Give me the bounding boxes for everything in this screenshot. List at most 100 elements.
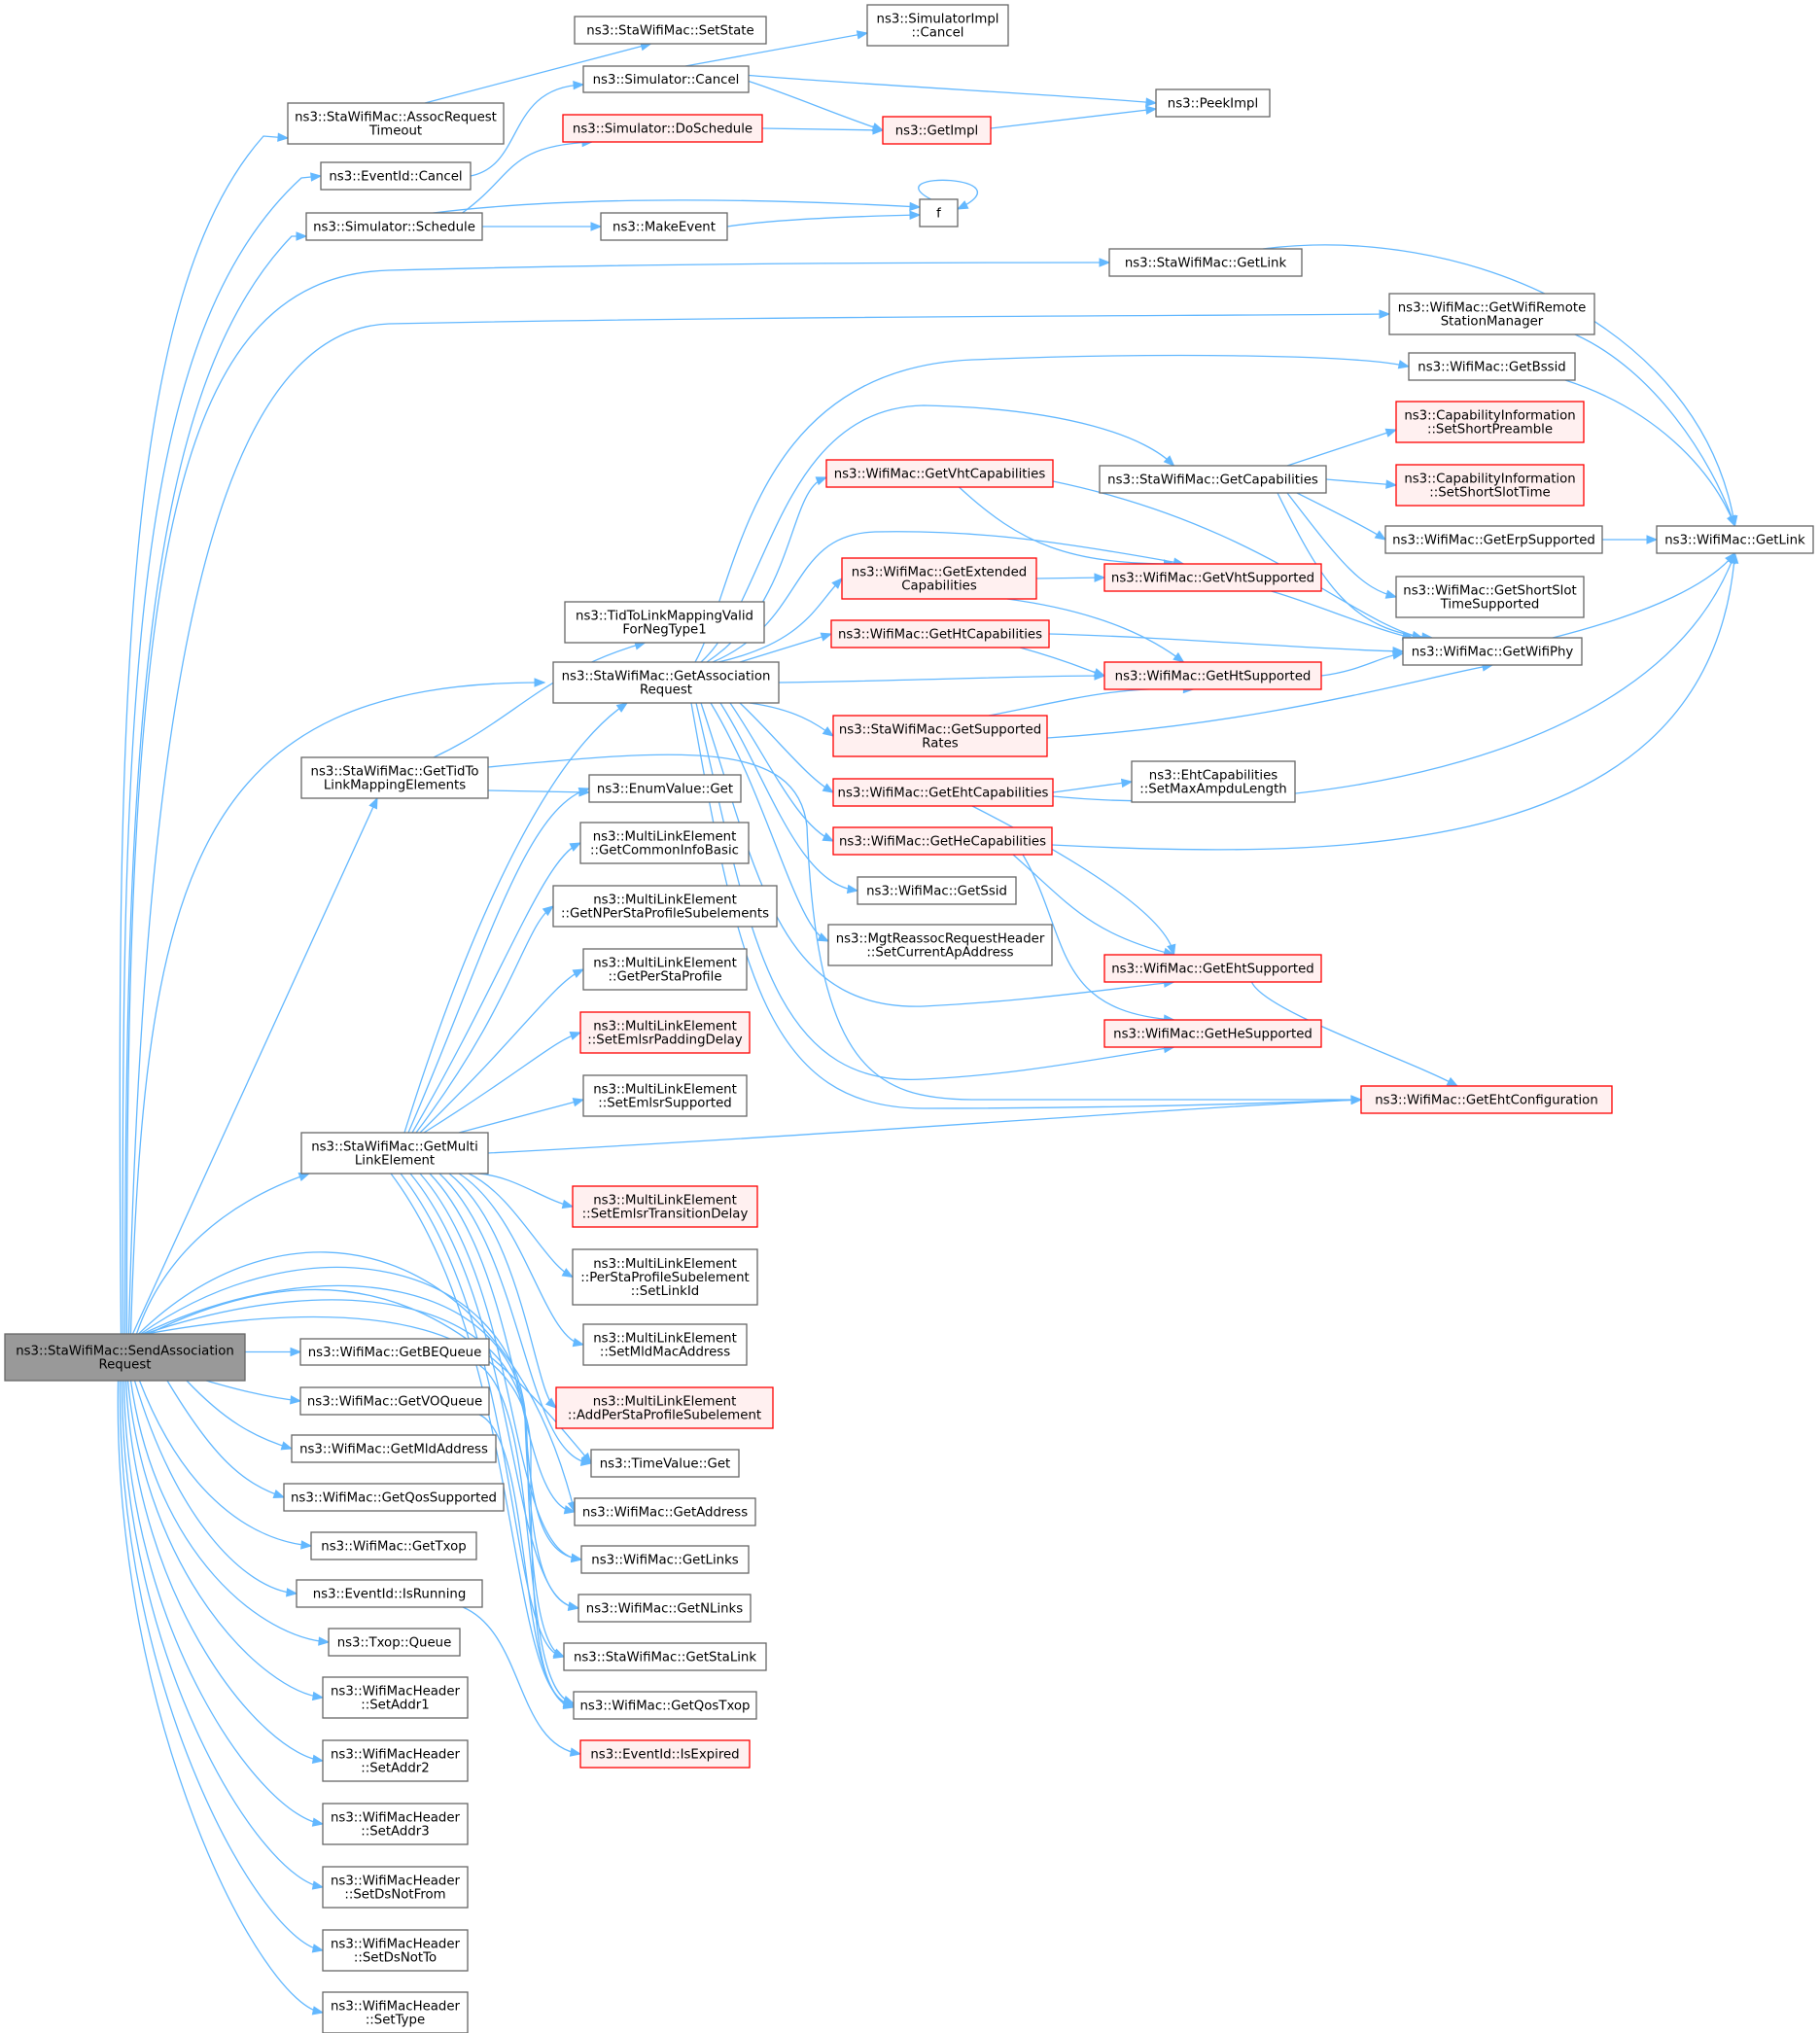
node-getVhtCap[interactable]: ns3::WifiMac::GetVhtCapabilities: [825, 459, 1054, 488]
node-enumGet[interactable]: ns3::EnumValue::Get: [588, 774, 742, 803]
edge-root-to-getRSM: [127, 313, 1390, 1335]
node-label: ns3::WifiMac::GetMldAddress: [299, 1443, 488, 1457]
node-getHeCap[interactable]: ns3::WifiMac::GetHeCapabilities: [832, 826, 1053, 856]
node-label: ns3::StaWifiMac::SetState: [586, 24, 753, 39]
arrow-head: [572, 968, 585, 978]
node-getTidTo[interactable]: ns3::StaWifiMac::GetTidToLinkMappingElem…: [300, 756, 489, 799]
node-mleEmlsrSupp[interactable]: ns3::MultiLinkElement::SetEmlsrSupported: [582, 1074, 748, 1117]
node-doSchedule[interactable]: ns3::Simulator::DoSchedule: [562, 114, 763, 143]
arrow-head: [290, 1395, 302, 1405]
node-isExpired[interactable]: ns3::EventId::IsExpired: [579, 1739, 751, 1769]
arrow-head: [822, 726, 835, 737]
node-getNLinks[interactable]: ns3::WifiMac::GetNLinks: [578, 1594, 752, 1623]
node-getHtSupp[interactable]: ns3::WifiMac::GetHtSupported: [1103, 661, 1322, 690]
node-capSetShortSlot[interactable]: ns3::CapabilityInformation::SetShortSlot…: [1395, 464, 1585, 507]
node-getAddress[interactable]: ns3::WifiMac::GetAddress: [574, 1497, 756, 1526]
node-getWifiPhy[interactable]: ns3::WifiMac::GetWifiPhy: [1402, 637, 1583, 666]
node-getCapabilities[interactable]: ns3::StaWifiMac::GetCapabilities: [1099, 465, 1327, 494]
node-mleEmlsrTrans[interactable]: ns3::MultiLinkElement::SetEmlsrTransitio…: [572, 1185, 758, 1228]
node-getQosSupp[interactable]: ns3::WifiMac::GetQosSupported: [283, 1483, 505, 1512]
node-label: ns3::WifiMac::GetHtCapabilities: [838, 628, 1042, 643]
arrow-head: [615, 702, 629, 713]
node-mleSetMld[interactable]: ns3::MultiLinkElement::SetMldMacAddress: [582, 1323, 748, 1366]
node-getMldAddr[interactable]: ns3::WifiMac::GetMldAddress: [291, 1434, 497, 1463]
node-schedule[interactable]: ns3::Simulator::Schedule: [305, 212, 483, 241]
node-label: ns3::WifiMac::GetShortSlot: [1403, 584, 1576, 599]
node-getErp[interactable]: ns3::WifiMac::GetErpSupported: [1384, 525, 1603, 554]
node-box: [562, 114, 763, 143]
node-mleCommon[interactable]: ns3::MultiLinkElement::GetCommonInfoBasi…: [579, 822, 750, 864]
node-getStaLink[interactable]: ns3::StaWifiMac::GetStaLink: [563, 1642, 767, 1671]
node-mgtReassoc[interactable]: ns3::MgtReassocRequestHeader::SetCurrent…: [827, 924, 1053, 966]
node-box: [299, 1386, 490, 1416]
node-getEhtConf[interactable]: ns3::WifiMac::GetEhtConfiguration: [1360, 1085, 1613, 1114]
node-makeEvent[interactable]: ns3::MakeEvent: [600, 212, 728, 241]
node-simCancel[interactable]: ns3::Simulator::Cancel: [582, 65, 750, 93]
node-getVOQueue[interactable]: ns3::WifiMac::GetVOQueue: [299, 1386, 490, 1416]
arrow-head: [534, 678, 546, 687]
node-getEhtSupp[interactable]: ns3::WifiMac::GetEhtSupported: [1103, 954, 1322, 983]
node-setAddr2[interactable]: ns3::WifiMacHeader::SetAddr2: [322, 1739, 469, 1782]
graph-edges: [117, 30, 1739, 2015]
node-label: ns3::WifiMac::GetLinks: [591, 1554, 739, 1568]
node-ehtSetMaxAmpdu[interactable]: ns3::EhtCapabilities::SetMaxAmpduLength: [1131, 760, 1296, 803]
node-mleNPer[interactable]: ns3::MultiLinkElement::GetNPerStaProfile…: [552, 885, 778, 928]
node-getEhtCap[interactable]: ns3::WifiMac::GetEhtCapabilities: [832, 778, 1054, 807]
node-staGetLink[interactable]: ns3::StaWifiMac::GetLink: [1108, 248, 1303, 277]
node-getQosTxop[interactable]: ns3::WifiMac::GetQosTxop: [573, 1691, 757, 1720]
node-getHtCap[interactable]: ns3::WifiMac::GetHtCapabilities: [830, 619, 1050, 648]
node-setAddr3[interactable]: ns3::WifiMacHeader::SetAddr3: [322, 1803, 469, 1845]
node-peekImpl[interactable]: ns3::PeekImpl: [1155, 88, 1271, 118]
node-getTxop[interactable]: ns3::WifiMac::GetTxop: [310, 1531, 477, 1560]
node-isRunning[interactable]: ns3::EventId::IsRunning: [296, 1579, 483, 1608]
node-label: ::AddPerStaProfileSubelement: [568, 1409, 761, 1423]
node-mleEmlsrPad[interactable]: ns3::MultiLinkElement::SetEmlsrPaddingDe…: [579, 1011, 751, 1054]
node-getBEQueue[interactable]: ns3::WifiMac::GetBEQueue: [299, 1338, 490, 1366]
node-eventCancel[interactable]: ns3::EventId::Cancel: [320, 161, 472, 191]
node-setDsNotTo[interactable]: ns3::WifiMacHeader::SetDsNotTo: [322, 1929, 469, 1972]
node-setState[interactable]: ns3::StaWifiMac::SetState: [574, 16, 767, 45]
edge-getMultiLink-to-mleSetMld: [458, 1173, 584, 1346]
node-label: ::SetEmlsrTransitionDelay: [582, 1208, 749, 1222]
node-box: [582, 1323, 748, 1366]
node-getSsid[interactable]: ns3::WifiMac::GetSsid: [857, 876, 1017, 905]
node-getImpl[interactable]: ns3::GetImpl: [882, 116, 992, 145]
node-box: [563, 1642, 767, 1671]
node-simImplCancel[interactable]: ns3::SimulatorImpl::Cancel: [866, 4, 1009, 47]
node-getHeSupp[interactable]: ns3::WifiMac::GetHeSupported: [1103, 1019, 1322, 1048]
edge-simCancel-to-peekImpl: [748, 74, 1157, 104]
node-label: StationManager: [1441, 315, 1544, 330]
node-txopQueue[interactable]: ns3::Txop::Queue: [328, 1628, 461, 1657]
node-mlePerSta[interactable]: ns3::MultiLinkElement::GetPerStaProfile: [582, 948, 748, 991]
node-setAddr1[interactable]: ns3::WifiMacHeader::SetAddr1: [322, 1676, 469, 1719]
edge-root-to-timeGet: [148, 1288, 592, 1464]
edge-getHtCap-to-getWifiPhy: [1048, 633, 1404, 652]
node-getVhtSupp[interactable]: ns3::WifiMac::GetVhtSupported: [1103, 563, 1322, 592]
node-getRSM[interactable]: ns3::WifiMac::GetWifiRemoteStationManage…: [1388, 293, 1595, 335]
node-capSetShortPreamble[interactable]: ns3::CapabilityInformation::SetShortPrea…: [1395, 401, 1585, 443]
node-box: [827, 924, 1053, 966]
node-box: [1099, 465, 1327, 494]
node-label: ns3::MultiLinkElement: [593, 1020, 737, 1034]
node-wifiGetLink[interactable]: ns3::WifiMac::GetLink: [1656, 525, 1814, 554]
node-mleSetLinkId[interactable]: ns3::MultiLinkElement::PerStaProfileSube…: [572, 1248, 758, 1306]
node-box: [552, 661, 780, 704]
node-setType[interactable]: ns3::WifiMacHeader::SetType: [322, 1991, 469, 2033]
node-mleAddPer[interactable]: ns3::MultiLinkElement::AddPerStaProfileS…: [555, 1386, 774, 1429]
node-getLinks[interactable]: ns3::WifiMac::GetLinks: [580, 1545, 750, 1574]
node-box: [1402, 637, 1583, 666]
node-label: ns3::MultiLinkElement: [593, 1395, 737, 1410]
node-getBssid[interactable]: ns3::WifiMac::GetBssid: [1408, 352, 1576, 381]
node-f[interactable]: f: [919, 198, 959, 228]
node-timeGet[interactable]: ns3::TimeValue::Get: [590, 1449, 740, 1478]
edge-getRSM-to-wifiGetLink: [1574, 333, 1736, 527]
node-setDsNotFrom[interactable]: ns3::WifiMacHeader::SetDsNotFrom: [322, 1866, 469, 1909]
